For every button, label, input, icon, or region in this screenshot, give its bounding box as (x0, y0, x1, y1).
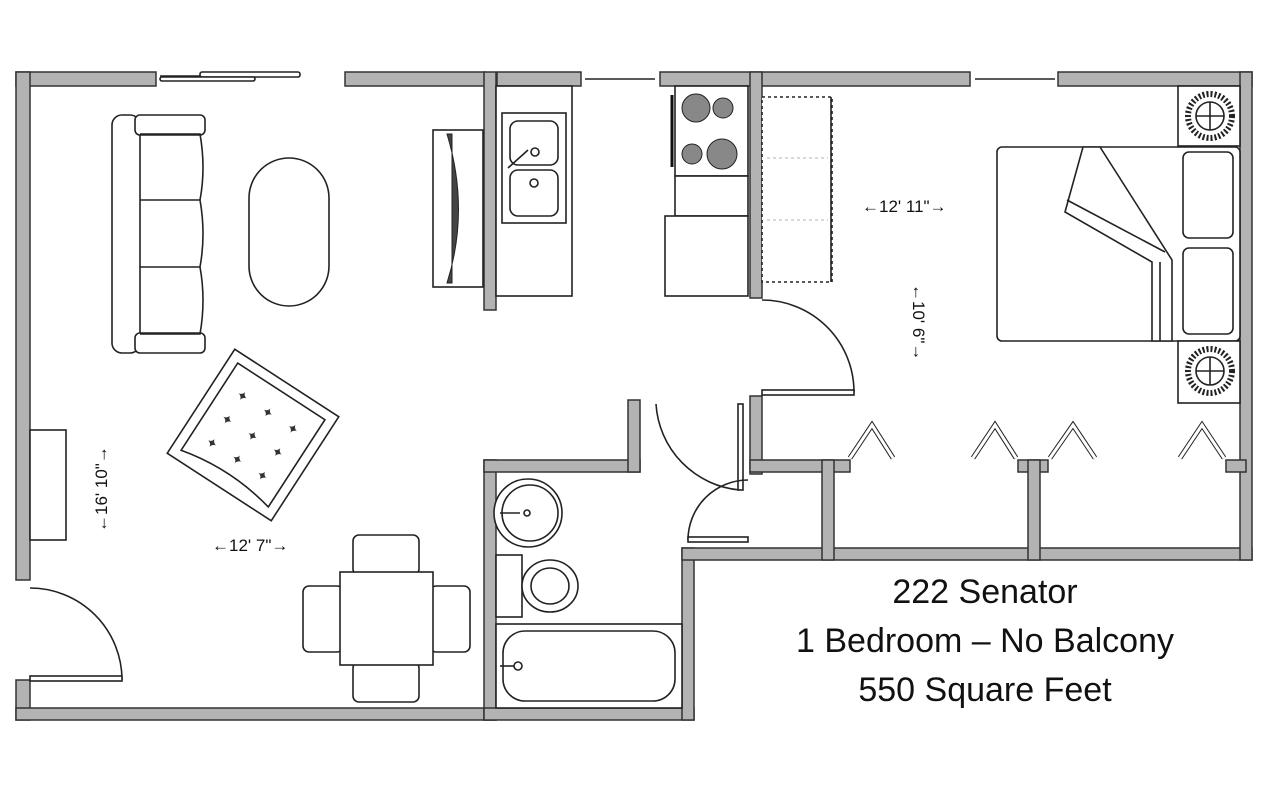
living-room-width-dimension: ←12' 7"→ (212, 536, 289, 555)
toilet-icon (495, 554, 579, 618)
bedroom-length-dimension: ←10' 6"→ (909, 284, 928, 361)
tv-icon (432, 129, 484, 288)
entry-door-icon (29, 587, 123, 682)
bathroom-door-icon (655, 403, 749, 543)
building-name: 222 Senator (892, 573, 1078, 611)
armchair-icon: ✦✦✦ ✦✦✦ ✦✦✦ (166, 348, 340, 522)
bedroom-door-icon (761, 299, 855, 396)
kitchen-sink-icon (495, 85, 573, 297)
bed-icon (996, 146, 1241, 342)
unit-area: 550 Square Feet (858, 671, 1112, 709)
closet-bifold-doors-icon (847, 420, 1227, 460)
windows (159, 71, 1055, 82)
dining-table-icon (302, 534, 471, 703)
nightstand-lamp-icon (1177, 85, 1241, 404)
stove-icon (670, 85, 749, 177)
kitchen-counter-icon (674, 175, 749, 217)
living-room-length-dimension: ←16' 10"→ (92, 446, 111, 532)
bathtub-icon (495, 623, 683, 709)
bathroom-sink-icon (493, 478, 563, 548)
sofa-icon (111, 114, 206, 354)
unit-type: 1 Bedroom – No Balcony (796, 622, 1174, 660)
pantry-shelves-icon (761, 96, 833, 283)
side-cabinet-icon (29, 429, 67, 541)
walls (15, 71, 1253, 721)
refrigerator-icon (664, 215, 749, 297)
bedroom-width-dimension: ←12' 11"→ (862, 197, 947, 216)
coffee-table-icon (248, 157, 330, 307)
